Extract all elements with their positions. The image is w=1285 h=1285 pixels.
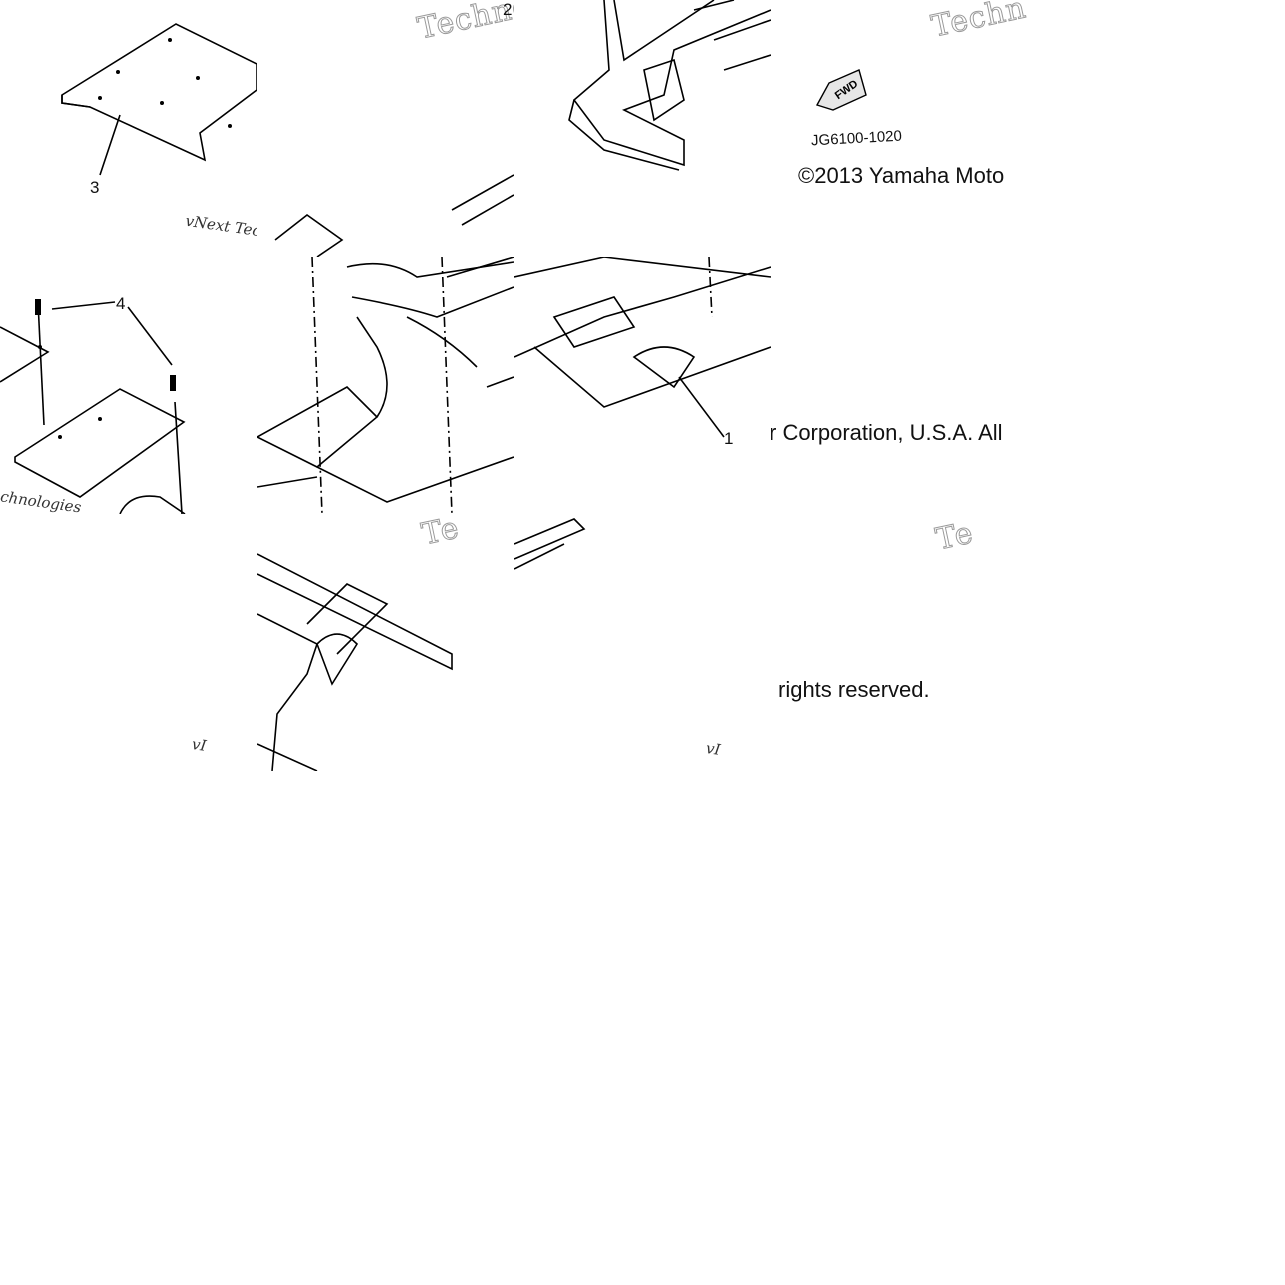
diagram-tile-r1c3 (514, 0, 771, 257)
copyright-line-3: l rights reserved. (771, 677, 930, 702)
fwd-arrow-icon (815, 69, 867, 111)
copyright-line-2: r Corporation, U.S.A. All (771, 420, 1003, 445)
frame-corner-drawing (514, 518, 586, 570)
watermark-text: vI (190, 735, 208, 755)
diagram-tile-r2c1: 4 chnologies (0, 257, 257, 514)
callout-4: 4 (116, 294, 126, 313)
watermark-text: Te (932, 515, 977, 558)
diagram-tile-r3c3: vI (514, 514, 771, 771)
callout-3: 3 (90, 178, 100, 197)
diagram-tile-r1c2: Techno 2 (257, 0, 514, 257)
chassis-mid-drawing (257, 257, 514, 514)
diagram-tile-r2c2 (257, 257, 514, 514)
diagram-tile-r3c2: Te (257, 514, 514, 771)
chassis-front-drawing (568, 0, 771, 171)
watermark-text: vI (704, 739, 722, 759)
chassis-rear-drawing (514, 257, 771, 438)
floor-panel-drawing (61, 23, 257, 176)
diagram-tile-r2c3: 1 (514, 257, 771, 514)
diagram-tile-r3c1: vI (0, 514, 257, 771)
diagram-tile-r1c4: FWD JG6100-1020 ©2013 Yamaha Moto Techn (771, 0, 1028, 257)
diagram-tile-r3c4: l rights reserved. Te (771, 514, 1028, 771)
callout-2: 2 (503, 0, 513, 19)
diagram-tile-r1c1: 3 vNext Technologies (0, 0, 257, 257)
diagram-tile-r2c4: r Corporation, U.S.A. All (771, 257, 1028, 514)
frame-front-drawing (274, 174, 514, 257)
rear-panel-drawing (0, 299, 186, 514)
callout-1: 1 (724, 429, 734, 448)
copyright-line-1: ©2013 Yamaha Moto (798, 163, 1005, 188)
rear-bumper-drawing (257, 553, 453, 771)
